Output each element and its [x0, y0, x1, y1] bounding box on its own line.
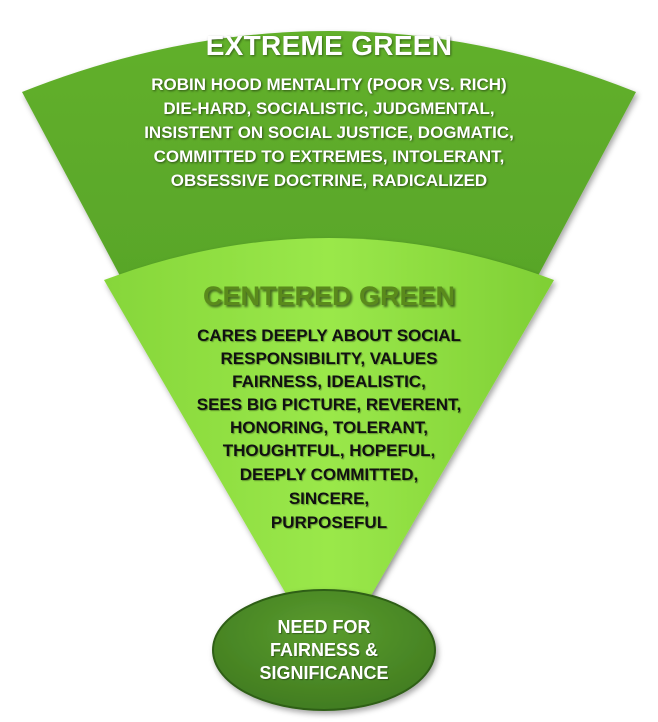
- extreme-green-line-5: OBSESSIVE DOCTRINE, RADICALIZED: [170, 171, 488, 190]
- extreme-green-title: EXTREME GREEN: [205, 30, 453, 61]
- centered-green-segment: [104, 238, 554, 668]
- centered-green-line-4: SEES BIG PICTURE, REVERENT,: [196, 395, 462, 414]
- centered-green-line-8: SINCERE,: [288, 489, 370, 508]
- centered-green-line-1: CARES DEEPLY ABOUT SOCIAL: [197, 326, 461, 345]
- centered-green-title: CENTERED GREEN: [202, 281, 456, 311]
- centered-green-line-6: THOUGHTFUL, HOPEFUL,: [222, 441, 436, 460]
- centered-green-line-3: FAIRNESS, IDEALISTIC,: [232, 372, 426, 391]
- centered-green-line-5: HONORING, TOLERANT,: [229, 418, 429, 437]
- core-line-1: NEED FOR: [277, 617, 371, 637]
- core-need-ellipse: [212, 589, 436, 711]
- core-line-2: FAIRNESS &: [269, 640, 379, 660]
- extreme-green-line-3: INSISTENT ON SOCIAL JUSTICE, DOGMATIC,: [144, 123, 514, 142]
- extreme-green-line-1: ROBIN HOOD MENTALITY (POOR VS. RICH): [151, 75, 507, 94]
- extreme-green-line-2: DIE-HARD, SOCIALISTIC, JUDGMENTAL,: [163, 99, 495, 118]
- centered-green-line-9: PURPOSEFUL: [270, 513, 388, 532]
- core-line-3: SIGNIFICANCE: [259, 663, 389, 683]
- centered-green-line-2: RESPONSIBILITY, VALUES: [220, 349, 438, 368]
- extreme-green-line-4: COMMITTED TO EXTREMES, INTOLERANT,: [153, 147, 505, 166]
- centered-green-line-7: DEEPLY COMMITTED,: [239, 465, 419, 484]
